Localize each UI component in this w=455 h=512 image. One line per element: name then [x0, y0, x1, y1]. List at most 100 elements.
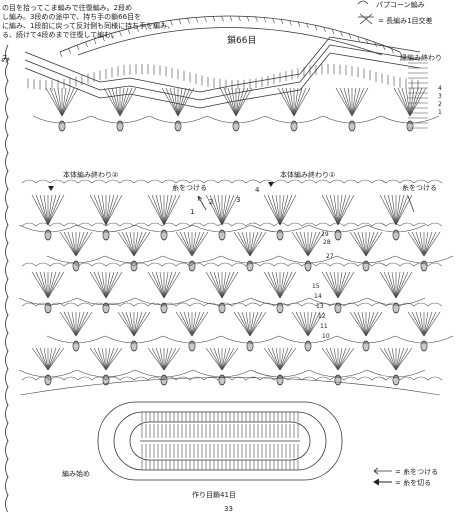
popcorn-stitch: [160, 374, 168, 386]
fan-ray: [383, 347, 397, 371]
chain-loop: [220, 255, 280, 264]
fan-ray: [281, 87, 295, 117]
chain-row: [21, 222, 443, 227]
fan-ray: [49, 87, 63, 117]
fan-ray: [357, 311, 367, 337]
fan-ray: [221, 271, 235, 299]
handle-stitch: [212, 16, 216, 22]
handle-stitch: [246, 16, 250, 22]
popcorn-stitch: [130, 340, 138, 352]
chain-loop: [134, 224, 194, 233]
fan-ray: [35, 271, 49, 299]
fan-ray: [163, 194, 169, 226]
fan-ray: [279, 347, 297, 371]
fan-ray: [221, 194, 231, 226]
fan-ray: [133, 311, 151, 337]
attach-yarn-left-label: 糸をつける: [172, 183, 207, 192]
attach-legend-label: = 糸をつける: [395, 467, 438, 476]
fan-ray: [213, 271, 223, 299]
popcorn-stitch: [348, 120, 356, 132]
fan-ray: [361, 231, 367, 257]
fan-ray: [307, 231, 325, 257]
fan-ray: [223, 87, 237, 117]
handle-arch-outer: [59, 15, 401, 53]
popcorn-stitch: [218, 302, 226, 314]
attach-arrow: [197, 195, 207, 211]
fan-ray: [133, 231, 147, 257]
row-marker: [48, 186, 54, 191]
fan-ray: [249, 231, 255, 257]
popcorn-stitch: [44, 302, 52, 314]
popcorn-stitch: [276, 229, 284, 241]
handle-chain-label: 鎖66目: [227, 34, 256, 46]
fan-ray: [307, 311, 325, 337]
fan-ray: [333, 347, 339, 371]
fan-ray: [295, 231, 309, 257]
popcorn-stitch: [334, 374, 342, 386]
fan-ray: [279, 347, 289, 371]
fan-ray: [329, 194, 339, 226]
fan-ray: [337, 347, 347, 371]
edge-row-number: 1: [438, 109, 442, 116]
fan-ray: [415, 311, 425, 337]
fan-ray: [191, 231, 209, 257]
row-marker: [268, 182, 274, 187]
handle-stitch: [297, 21, 301, 27]
fan-ray: [105, 194, 119, 226]
fan-ray: [423, 231, 433, 257]
fan-ray: [361, 311, 367, 337]
fan-ray: [391, 271, 397, 299]
fan-ray: [391, 194, 397, 226]
page-number: 33: [224, 505, 233, 512]
fan-ray: [337, 194, 347, 226]
fan-ray: [71, 231, 77, 257]
fan-ray: [105, 347, 115, 371]
fan-ray: [349, 311, 367, 337]
popcorn-stitch: [246, 260, 254, 272]
popcorn-stitch: [160, 302, 168, 314]
popcorn-stitch: [420, 340, 428, 352]
fan-ray: [191, 231, 197, 257]
fan-ray: [93, 271, 107, 299]
fan-ray: [191, 231, 201, 257]
popcorn-stitch: [58, 120, 66, 132]
fan-ray: [353, 231, 367, 257]
fan-ray: [335, 87, 353, 117]
fan-ray: [133, 231, 139, 257]
fan-ray: [61, 87, 67, 117]
fan-ray: [395, 347, 409, 371]
fan-ray: [105, 347, 111, 371]
fan-ray: [67, 311, 77, 337]
fan-ray: [271, 194, 281, 226]
body-b-row-number: 28: [323, 239, 331, 246]
fan-ray: [47, 271, 61, 299]
fan-ray: [205, 194, 223, 226]
fan-ray: [235, 87, 249, 117]
fan-ray: [293, 87, 299, 117]
fan-ray: [165, 87, 179, 117]
fan-ray: [337, 194, 351, 226]
chain-row: [21, 179, 443, 184]
chain-loop: [366, 297, 426, 306]
chain-loop: [18, 297, 78, 306]
fan-ray: [105, 194, 111, 226]
chain-loop: [206, 115, 266, 124]
handle-stitch: [272, 18, 275, 24]
popcorn-stitch: [276, 374, 284, 386]
chain-loop: [264, 115, 324, 124]
chain-loop: [104, 335, 164, 344]
fan-ray: [187, 311, 193, 337]
fan-ray: [75, 311, 89, 337]
fan-ray: [217, 194, 223, 226]
popcorn-stitch: [362, 260, 370, 272]
chain-loop: [46, 255, 106, 264]
handle-stitch: [85, 41, 88, 48]
fan-ray: [105, 194, 123, 226]
fan-ray: [177, 87, 191, 117]
fan-ray: [221, 194, 239, 226]
body-a-row-number: 2: [209, 198, 213, 206]
fan-ray: [159, 194, 165, 226]
popcorn-stitch: [44, 229, 52, 241]
fan-ray: [321, 271, 339, 299]
